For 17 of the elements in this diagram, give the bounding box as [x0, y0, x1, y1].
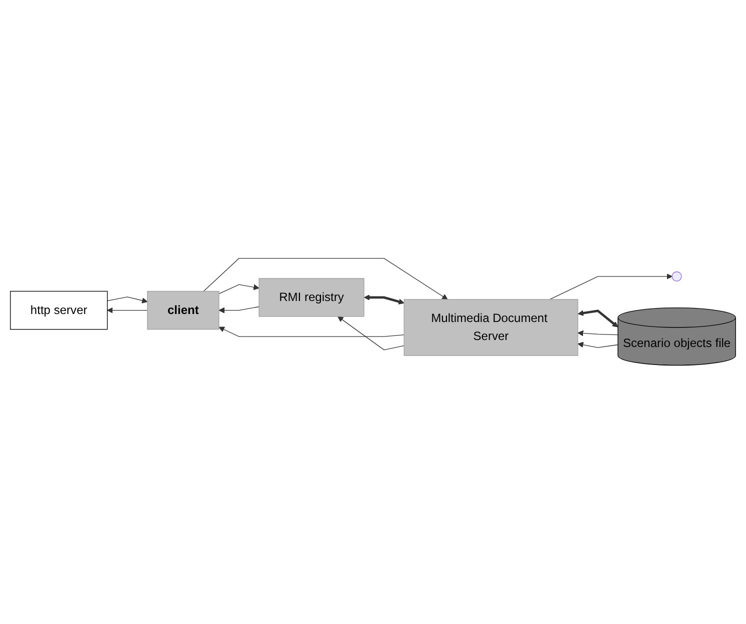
- arrow: [218, 284, 260, 294]
- arrow: [578, 342, 618, 348]
- node-box: [147, 291, 220, 330]
- arrow: [107, 308, 148, 314]
- arrow: [218, 326, 404, 338]
- architecture-diagram: http server RMI registry Multimedia Document Server Scenario objects file client: [5, 253, 741, 371]
- arrow: [364, 294, 404, 305]
- node-box: [404, 299, 578, 356]
- node-box: [10, 291, 108, 330]
- arrow: [578, 310, 618, 328]
- node-box: [258, 278, 364, 318]
- arrow: [218, 306, 260, 314]
- arrow: [106, 296, 148, 304]
- arrow: [338, 316, 404, 350]
- arrow: [203, 258, 448, 300]
- arrow: [578, 330, 618, 336]
- arrow: [549, 274, 672, 300]
